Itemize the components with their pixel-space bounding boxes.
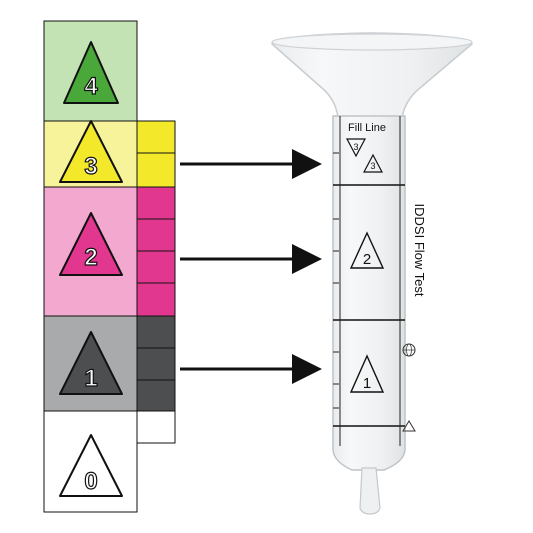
syringe-barrel [332,115,406,471]
level-4-triangle-icon: 4 [63,41,119,104]
recycle-icon [402,420,416,432]
arrows [180,149,322,384]
syringe: Fill Line 3 3 2 1 IDDSI Flow Test [270,32,474,515]
tick-marks [333,152,339,409]
scale-segment [136,410,176,444]
level-3-triangle-icon: 3 [59,120,123,183]
fill-line-badge-b: 3 [370,161,375,171]
scale-segment [136,315,176,349]
scale-segment [136,152,176,188]
scale-segment [136,379,176,412]
zone-1-triangle-icon: 1 [349,354,385,393]
scale-segment [136,282,176,317]
level-column: 4 3 2 1 0 [43,20,138,513]
level-1-triangle-icon: 1 [59,331,123,395]
level-2-triangle-icon: 2 [59,212,123,276]
level-2-label: 2 [84,244,97,271]
zone-2-triangle-icon: 2 [349,231,385,269]
globe-icon [402,343,416,357]
funnel-rim [271,33,473,51]
scale-column [136,120,176,444]
fill-line-badge-a: 3 [353,142,358,152]
level-4-label: 4 [84,73,98,100]
scale-segment [136,347,176,381]
level-3-label: 3 [84,153,97,180]
product-label: IDDSI Flow Test [412,204,427,297]
scale-segment [136,186,176,220]
fill-line-badge-icon: 3 3 [346,138,383,173]
zone-1-label: 1 [363,375,371,392]
level-1-label: 1 [84,365,97,392]
fill-line-label: Fill Line [348,122,386,134]
scale-segment [136,218,176,252]
level-0-label: 0 [84,468,97,495]
level-0-triangle-icon: 0 [59,434,123,497]
zone-2-label: 2 [363,251,371,268]
scale-segment [136,120,176,154]
scale-segment [136,250,176,284]
syringe-nozzle [359,467,381,515]
